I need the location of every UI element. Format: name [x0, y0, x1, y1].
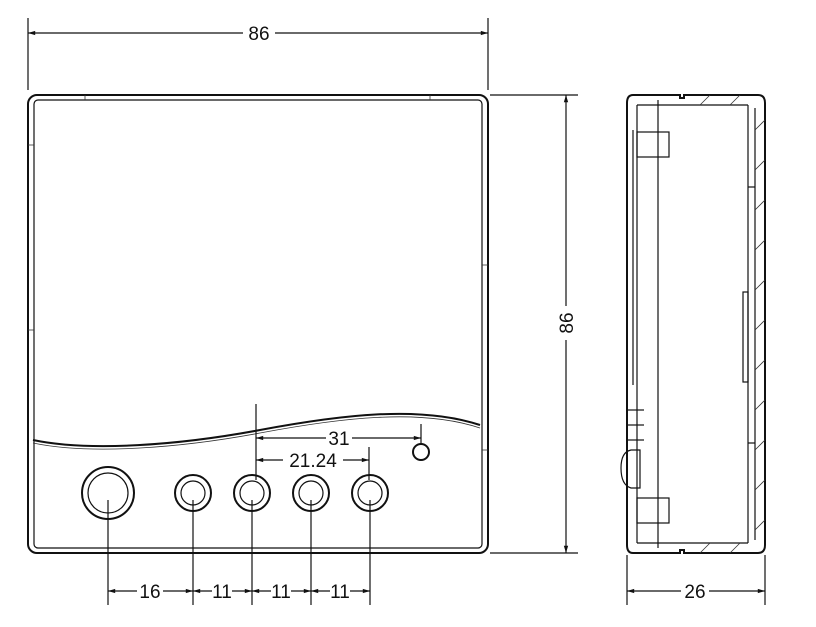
- led-offset-dimension: 31: [255, 404, 422, 480]
- front-panel-inner: [33, 99, 483, 549]
- decorative-wave-line: [32, 412, 481, 448]
- spacing-label: 11: [271, 582, 291, 603]
- depth-label: 26: [684, 582, 705, 603]
- button-span-label: 21.24: [289, 451, 337, 472]
- spacing-label: 11: [330, 582, 350, 603]
- button-span-dimension: 21.24: [256, 447, 370, 480]
- indicator-led: [412, 443, 430, 461]
- height-label: 86: [557, 312, 578, 333]
- spacing-label: 11: [212, 582, 232, 603]
- spacing-label: 16: [139, 582, 160, 603]
- width-label: 86: [248, 24, 269, 45]
- side-view: [620, 94, 766, 554]
- front-view: [27, 94, 489, 554]
- depth-dimension: 26: [626, 555, 766, 605]
- front-panel-outline: [27, 94, 489, 554]
- button-spacing-dimensions: 16 11 11 11: [107, 500, 371, 605]
- led-offset-label: 31: [328, 429, 349, 450]
- width-dimension: 86: [27, 18, 489, 90]
- side-clip: [620, 449, 641, 489]
- height-dimension: 86: [490, 94, 578, 554]
- side-housing-outline: [626, 94, 766, 554]
